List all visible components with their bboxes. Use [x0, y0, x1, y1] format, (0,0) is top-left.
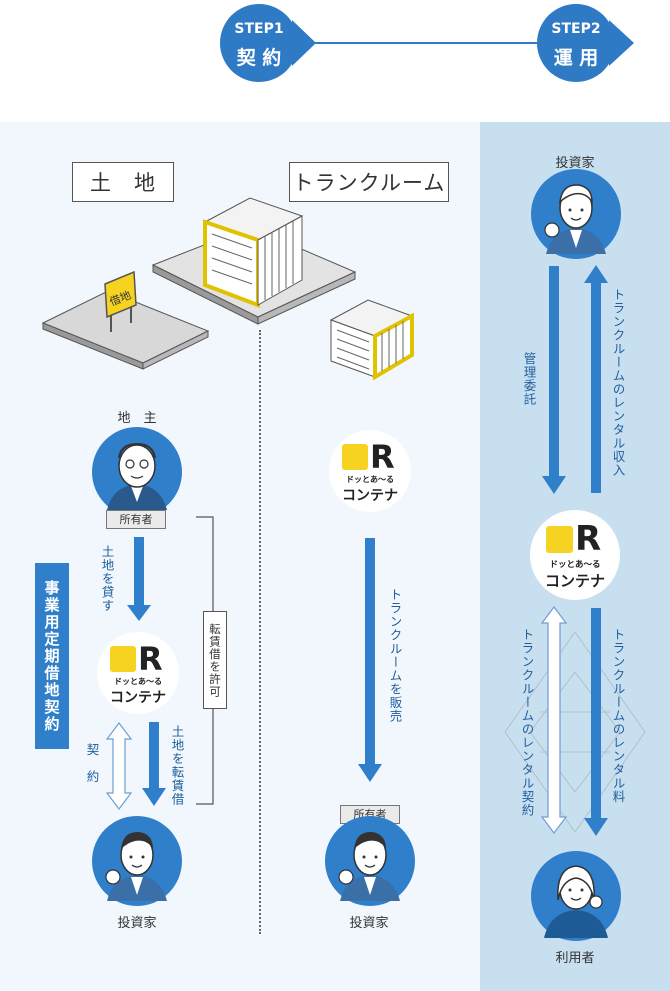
- investor-left-avatar: [92, 816, 182, 906]
- user-avatar: [531, 851, 621, 941]
- contract-title-box: 事業用定期借地契約: [35, 563, 69, 749]
- management-text: 管理委託: [521, 352, 537, 406]
- logo-mark-r: R: [138, 640, 163, 678]
- arrow-rental-income: [584, 265, 608, 493]
- logo-name: コンテナ: [342, 488, 398, 504]
- step2-name: 運 用: [553, 47, 599, 69]
- rental-income-text: トランクルームのレンタル収入: [610, 288, 626, 477]
- trunkroom-label: トランクルーム: [289, 162, 449, 202]
- landowner-tag: 所有者: [106, 510, 166, 529]
- user-label: 利用者: [555, 951, 595, 966]
- step1-shape: [220, 4, 316, 82]
- logo-mark-r: R: [575, 519, 602, 559]
- permit-box: 転賃借を許可: [203, 611, 227, 709]
- logo-name: コンテナ: [544, 572, 605, 590]
- logo-kana: ドッとあ～る: [346, 475, 394, 484]
- arrow-lend-land: [127, 537, 151, 621]
- investor-left-label: 投資家: [117, 916, 157, 931]
- company-logo-left: R ドッとあ～る コンテナ: [97, 632, 179, 714]
- land-container-illustration: 借地: [41, 197, 414, 381]
- arrow-rental-contract: [540, 606, 568, 834]
- investor-right-avatar: [531, 169, 621, 259]
- logo-kana: ドッとあ～る: [549, 560, 601, 570]
- logo-kana: ドッとあ～る: [114, 677, 162, 686]
- lend-land-text: 土地を貸す: [99, 545, 115, 613]
- arrow-sublease: [142, 722, 166, 806]
- contract-title: 事業用定期借地契約: [42, 579, 61, 733]
- land-label: 土 地: [72, 162, 174, 202]
- logo-mark-icon: [110, 646, 136, 672]
- investor-mid-avatar: [325, 816, 415, 906]
- logo-mark-icon: [546, 526, 573, 553]
- logo-mark-icon: [342, 444, 368, 470]
- step1-name: 契 約: [236, 47, 282, 69]
- sublease-text: 土地を転賃借: [169, 725, 185, 806]
- investor-mid-label: 投資家: [349, 916, 389, 931]
- logo-name: コンテナ: [110, 690, 166, 706]
- permit-text: 転賃借を許可: [208, 622, 222, 698]
- arrow-sell: [358, 538, 382, 782]
- logo-mark-r: R: [370, 438, 395, 476]
- column-divider: [259, 330, 261, 934]
- step2-shape: [537, 4, 634, 82]
- step-header: STEP1 契 約 STEP2 運 用: [0, 0, 670, 122]
- rental-contract-text: トランクルームのレンタル契約: [519, 628, 535, 817]
- background-sketch: [504, 631, 646, 833]
- rent-sign-icon: [104, 270, 137, 319]
- contract-text: 契 約: [84, 743, 100, 784]
- rental-fee-text: トランクルームのレンタル料: [610, 628, 626, 804]
- arrow-management: [542, 266, 566, 494]
- landowner-avatar: [92, 427, 182, 517]
- company-logo-middle: R ドッとあ～る コンテナ: [329, 430, 411, 512]
- landowner-title: 地 主: [117, 411, 157, 426]
- step-connector-svg: [220, 4, 634, 82]
- step1-label: STEP1: [234, 21, 284, 37]
- investor-right-label: 投資家: [555, 156, 595, 171]
- sell-text: トランクルームを販売: [387, 588, 403, 723]
- company-logo-right: R ドッとあ～る コンテナ: [530, 510, 620, 600]
- arrow-contract: [105, 722, 133, 810]
- arrow-rental-fee: [584, 608, 608, 836]
- step2-label: STEP2: [551, 21, 601, 37]
